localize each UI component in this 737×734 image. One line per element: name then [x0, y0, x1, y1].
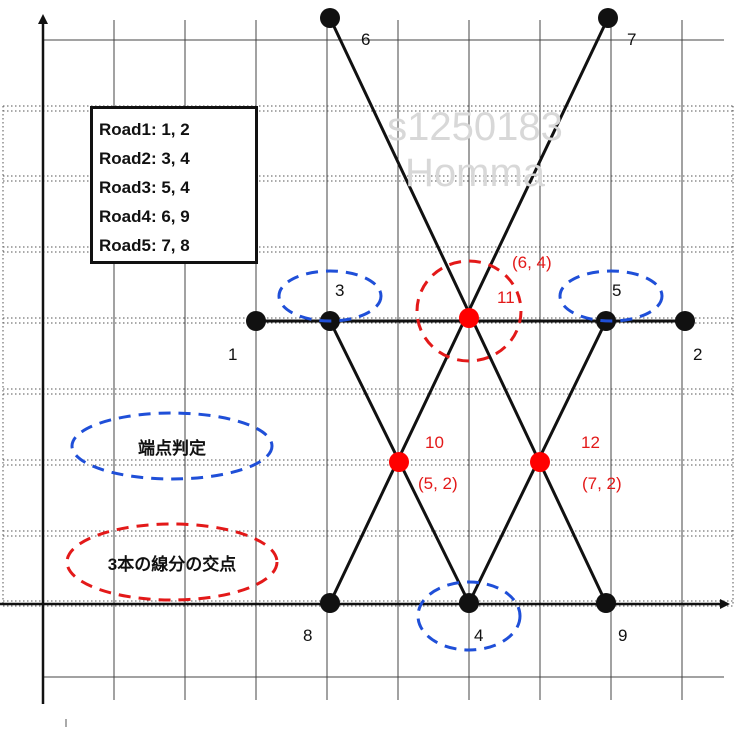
- node-2: [675, 311, 695, 331]
- blue-ellipse-node-4: [416, 580, 522, 652]
- node-9: [596, 593, 616, 613]
- legend-road-3: Road3: 5, 4: [99, 178, 190, 197]
- coord-label-12: (7, 2): [582, 474, 622, 493]
- nodes: [246, 8, 695, 613]
- node-8: [320, 593, 340, 613]
- legend-road-2: Road2: 3, 4: [99, 149, 190, 168]
- node-label-1: 1: [228, 345, 237, 364]
- watermark-line-1: s1250183: [387, 105, 563, 149]
- node-label-11: 11: [497, 288, 515, 307]
- node-label-6: 6: [361, 30, 370, 49]
- coord-label-10: (5, 2): [418, 474, 458, 493]
- node-6: [320, 8, 340, 28]
- node-label-5: 5: [612, 281, 621, 300]
- blue-ellipse-node-5: [558, 269, 664, 323]
- node-label-8: 8: [303, 626, 312, 645]
- legend-road-1: Road1: 1, 2: [99, 120, 190, 139]
- node-10: [389, 452, 409, 472]
- road-legend: Road1: 1, 2 Road2: 3, 4 Road3: 5, 4 Road…: [90, 106, 258, 264]
- node-label-2: 2: [693, 345, 702, 364]
- legend-road-5: Road5: 7, 8: [99, 236, 190, 255]
- watermark: s1250183 Homma: [345, 104, 605, 196]
- node-label-4: 4: [474, 626, 483, 645]
- node-label-9: 9: [618, 626, 627, 645]
- node-labels: 1 2 3 4 5 6 7 8 9: [228, 30, 702, 645]
- node-7: [598, 8, 618, 28]
- node-12: [530, 452, 550, 472]
- node-label-3: 3: [335, 281, 344, 300]
- red-ellipse-node-11: [415, 259, 523, 363]
- red-node-labels: 10 11 12 (5, 2) (6, 4) (7, 2): [418, 253, 622, 493]
- highlight-ellipses: [65, 259, 664, 652]
- node-4: [459, 593, 479, 613]
- node-1: [246, 311, 266, 331]
- triple-intersection-label: 3本の線分の交点: [107, 554, 237, 574]
- node-label-12: 12: [581, 433, 600, 452]
- node-11: [459, 308, 479, 328]
- legend-road-4: Road4: 6, 9: [99, 207, 190, 226]
- coord-label-11: (6, 4): [512, 253, 552, 272]
- watermark-line-2: Homma: [404, 151, 546, 195]
- node-label-7: 7: [627, 30, 636, 49]
- blue-ellipse-node-3: [277, 269, 383, 323]
- blue-ellipse-annotation: [70, 411, 274, 481]
- endpoint-judgment-label: 端点判定: [138, 438, 206, 458]
- node-label-10: 10: [425, 433, 444, 452]
- red-ellipse-annotation: [65, 522, 279, 602]
